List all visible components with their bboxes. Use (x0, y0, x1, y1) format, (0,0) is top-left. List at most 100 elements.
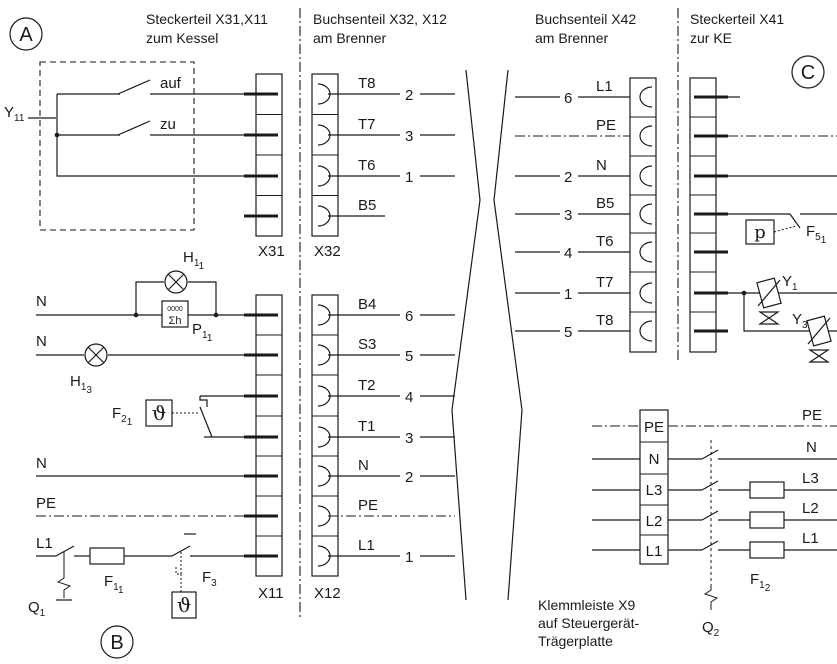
connector-x12-label: X12 (314, 585, 341, 602)
connector-x11 (244, 294, 283, 577)
cable-break-right (493, 69, 523, 601)
header-buchsenteil-x32-x12: Buchsenteil X32, X12 (313, 11, 447, 27)
header-am-brenner-right: am Brenner (535, 30, 608, 46)
p11-label: P11 (192, 321, 213, 344)
safety-limiter-f3 (171, 545, 191, 557)
hour-counter-p11: 0000 Σh (161, 300, 189, 328)
x42-wire-number: 5 (564, 324, 572, 341)
marker-a: A (9, 17, 43, 51)
lamp-h13 (84, 343, 108, 367)
x32-wire-number: 3 (405, 128, 413, 145)
x9-caption: Trägerplatte (538, 633, 613, 649)
thermostat-f21: ϑ (145, 399, 173, 427)
y3-label: Y3 (792, 311, 808, 331)
x42-pin-label: PE (596, 117, 616, 134)
x9-output-label: N (806, 439, 817, 456)
h11-label: H11 (183, 249, 205, 272)
line-label-pe: PE (36, 495, 56, 512)
x12-wire-number: 4 (405, 389, 413, 406)
x32-wire-number: 1 (405, 169, 413, 186)
x32-wire-number: 2 (405, 87, 413, 104)
switch-q1 (55, 545, 75, 557)
x9-caption: auf Steuergerät- (538, 615, 640, 631)
x42-wire-number: 6 (564, 90, 572, 107)
connector-x42 (629, 77, 657, 353)
x42-wire-number: 1 (564, 286, 572, 303)
h13-label: H13 (70, 373, 92, 396)
valve-y3 (806, 315, 832, 363)
header-zur-ke: zur KE (690, 30, 732, 46)
x42-pin-label: T8 (596, 312, 614, 329)
x9-output-label: L2 (802, 500, 819, 517)
x32-pin-label: T6 (358, 157, 376, 174)
x12-pin-label: N (358, 457, 369, 474)
x42-wire-number: 4 (564, 245, 572, 262)
x42-pin-label: N (596, 157, 607, 174)
header-am-brenner-left: am Brenner (313, 30, 386, 46)
connector-x41 (689, 77, 728, 353)
connector-x11-label: X11 (258, 585, 284, 602)
x12-pin-label: PE (358, 497, 378, 514)
x12-wire-number: 1 (405, 549, 413, 566)
svg-text:Σh: Σh (169, 315, 182, 327)
marker-c: C (791, 55, 825, 89)
switch-zu (117, 120, 151, 136)
f11-label: F11 (104, 573, 124, 596)
x9-pin-label: L2 (646, 513, 663, 530)
svg-text:0000: 0000 (167, 306, 183, 313)
svg-text:ϑ: ϑ (177, 593, 191, 617)
connector-x32-label: X32 (314, 243, 341, 260)
f51-label: F51 (806, 223, 827, 246)
lamp-h11 (164, 270, 188, 294)
svg-text:C: C (801, 62, 815, 84)
main-switch-q2 (701, 449, 719, 460)
terminal-strip-x9 (639, 409, 669, 565)
fuses-f12 (749, 481, 785, 559)
f12-label: F12 (750, 571, 771, 594)
x12-pin-label: L1 (358, 537, 375, 554)
f3-label: F3 (202, 569, 217, 589)
x9-output-label: PE (802, 407, 822, 424)
svg-text:B: B (110, 632, 123, 654)
x9-pin-label: L1 (646, 543, 663, 560)
x9-caption: Klemmleiste X9 (538, 597, 635, 613)
q2-label: Q2 (702, 619, 720, 639)
x32-pin-label: T7 (358, 116, 376, 133)
header-zum-kessel: zum Kessel (146, 30, 218, 46)
x12-pin-label: T1 (358, 418, 376, 435)
connector-x12 (311, 294, 455, 577)
x9-pin-label: L3 (646, 482, 663, 499)
x12-pin-label: S3 (358, 336, 376, 353)
header-steckerteil-x31-x11: Steckerteil X31,X11 (146, 11, 268, 27)
x9-pin-label: PE (644, 419, 664, 436)
cable-break-left (451, 69, 481, 601)
y11-label: Y11 (4, 104, 25, 124)
thermostat-f3: ϑ (171, 591, 197, 619)
x32-pin-label: B5 (358, 197, 376, 214)
x42-pin-label: T7 (596, 274, 614, 291)
line-label-n: N (36, 293, 47, 310)
line-label-n: N (36, 333, 47, 350)
switch-auf (117, 79, 151, 95)
x42-pin-label: L1 (596, 78, 613, 95)
x12-wire-number: 6 (405, 308, 413, 325)
valve-y1 (756, 277, 782, 325)
x12-wire-number: 5 (405, 348, 413, 365)
header-buchsenteil-x42: Buchsenteil X42 (535, 11, 636, 27)
connector-x31 (244, 73, 283, 237)
x12-wire-number: 2 (405, 469, 413, 486)
x12-wire-number: 3 (405, 430, 413, 447)
switch-auf-label: auf (160, 75, 182, 92)
fuse-f11 (89, 547, 125, 565)
f21-label: F21 (112, 405, 133, 428)
line-label-n: N (36, 455, 47, 472)
connector-x31-label: X31 (258, 243, 285, 260)
x42-pin-label: B5 (596, 195, 614, 212)
q1-label: Q1 (28, 599, 46, 619)
x9-output-label: L3 (802, 470, 819, 487)
switch-zu-label: zu (160, 116, 176, 133)
x9-pin-label: N (649, 451, 660, 468)
x32-pin-label: T8 (358, 75, 376, 92)
x42-pin-label: T6 (596, 233, 614, 250)
